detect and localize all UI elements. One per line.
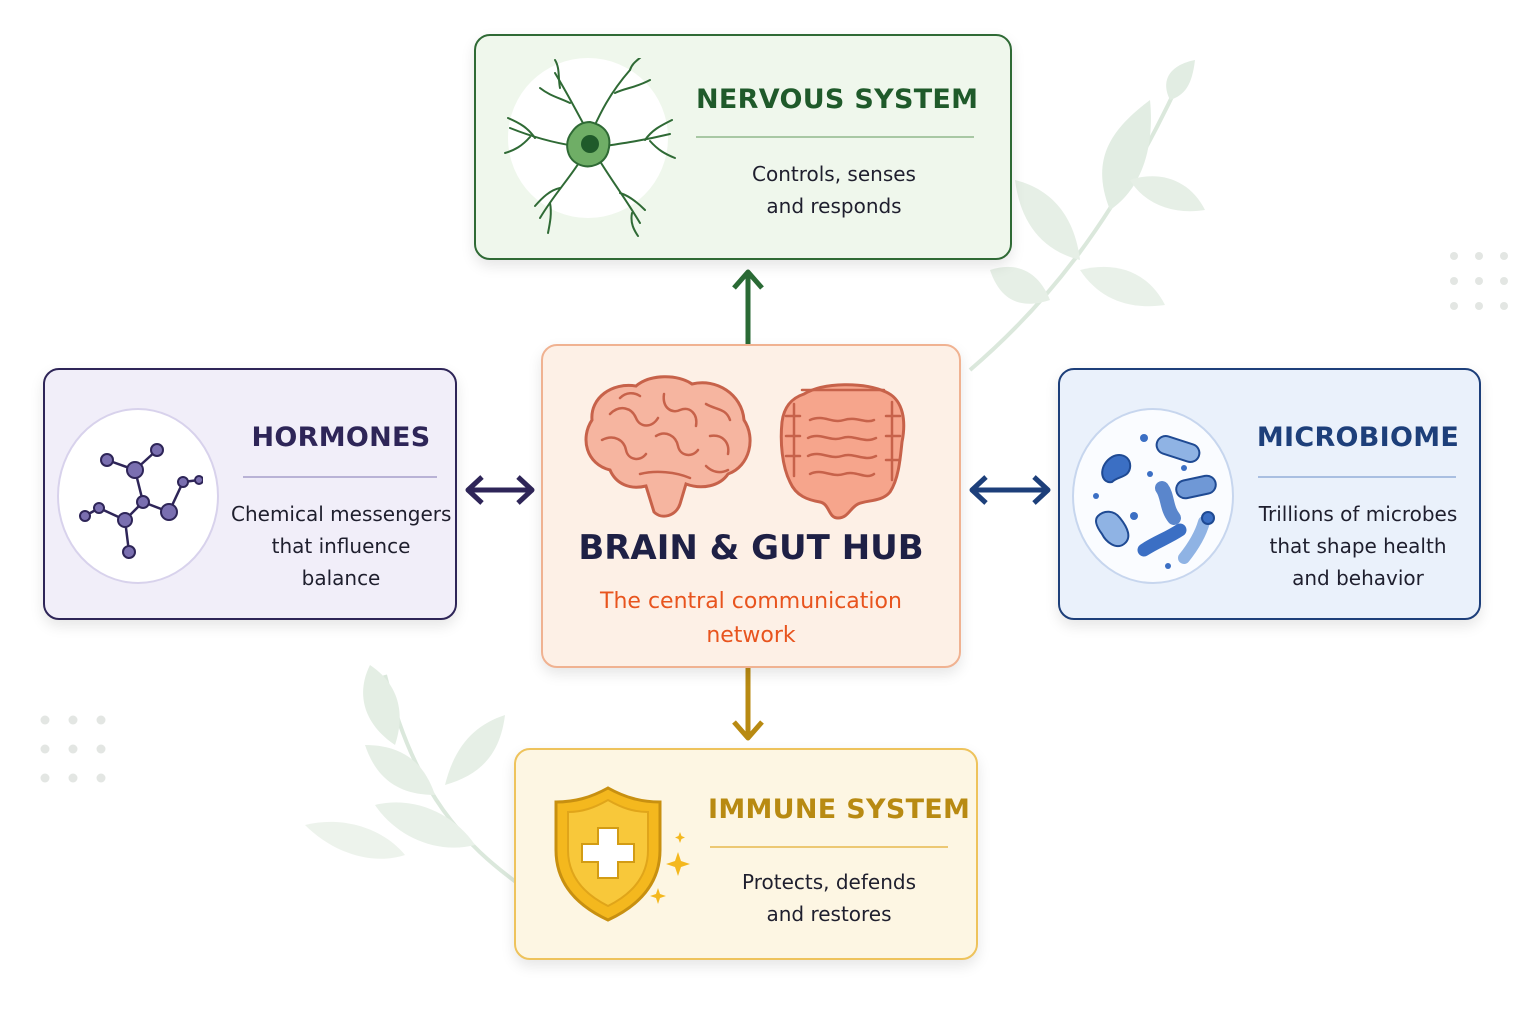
hub-subtitle-line-2: network [706,623,796,648]
microbes-icon [1093,434,1217,569]
hormones-title: HORMONES [251,422,431,453]
microbiome-desc: Trillions of microbes that shape health … [1244,498,1472,594]
microbiome-title: MICROBIOME [1256,422,1460,453]
molecule-icon [79,443,203,559]
microbiome-desc-line-2: that shape health [1269,534,1447,558]
intestine-icon [779,383,906,520]
hormones-desc-line-2: that influence [271,534,411,558]
arrow-hub-hormones [465,475,535,505]
nervous-desc-line-1: Controls, senses [752,162,916,186]
hub-title: BRAIN & GUT HUB [578,528,924,568]
immune-desc: Protects, defends and restores [710,866,948,930]
hormones-divider [243,476,437,478]
hub-subtitle-line-1: The central communication [600,589,902,614]
microbiome-desc-line-3: and behavior [1292,566,1424,590]
immune-desc-line-1: Protects, defends [742,870,916,894]
dot-grid-left [40,715,106,783]
hormones-desc-line-3: balance [301,566,381,590]
shield-icon [554,786,690,922]
nervous-desc-line-2: and responds [766,194,902,218]
arrow-hub-microbiome [969,475,1051,505]
immune-divider [710,846,948,848]
arrow-hub-to-immune [732,668,764,741]
neuron-icon [504,58,676,237]
hormones-card: HORMONES Chemical messengers that influe… [43,368,457,620]
microbiome-divider [1258,476,1456,478]
leaf-branch-bottom-left [305,665,522,887]
nervous-system-card: NERVOUS SYSTEM Controls, senses and resp… [474,34,1012,260]
nervous-title: NERVOUS SYSTEM [696,84,979,115]
leaf-branch-top-right [968,60,1205,372]
brain-icon [584,375,752,518]
immune-system-card: IMMUNE SYSTEM Protects, defends and rest… [514,748,978,960]
nervous-divider [696,136,974,138]
nervous-desc: Controls, senses and responds [696,158,972,222]
hormones-icon-circle [57,408,219,584]
hub-subtitle: The central communication network [541,585,961,653]
immune-desc-line-2: and restores [766,902,892,926]
dot-grid-right [1450,252,1508,310]
immune-title: IMMUNE SYSTEM [708,794,971,825]
hormones-desc-line-1: Chemical messengers [231,502,452,526]
microbiome-desc-line-1: Trillions of microbes [1258,502,1458,526]
microbiome-card: MICROBIOME Trillions of microbes that sh… [1058,368,1481,620]
hormones-desc: Chemical messengers that influence balan… [231,498,451,594]
arrow-hub-to-nervous [732,269,764,344]
